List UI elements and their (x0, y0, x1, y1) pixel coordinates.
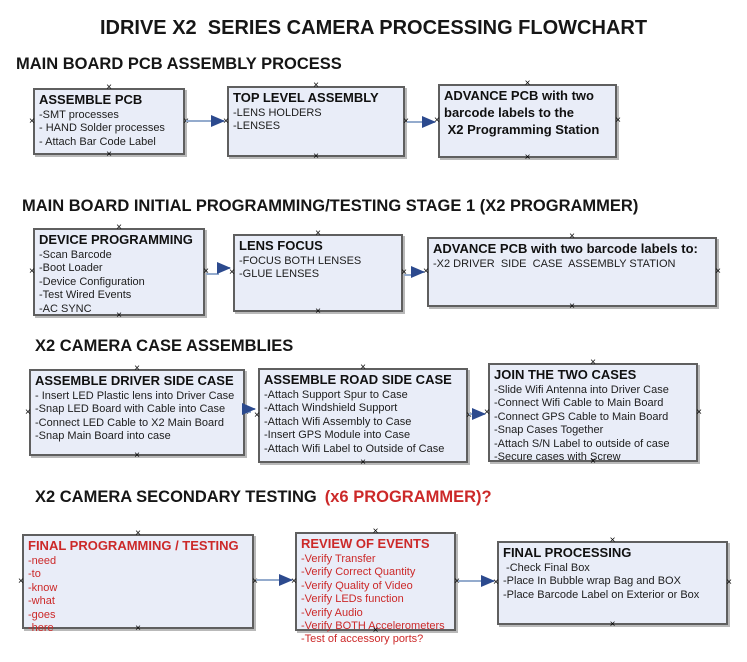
connector-arrow-lensfocus-to-advance2[interactable] (404, 266, 425, 278)
section-heading-initial-programming: MAIN BOARD INITIAL PROGRAMMING/TESTING S… (22, 197, 639, 215)
node-assemble-pcb[interactable]: ASSEMBLE PCB -SMT processes - HAND Solde… (29, 83, 189, 160)
connection-handle-icon: × (106, 149, 112, 160)
node-title: JOIN THE TWO CASES (494, 367, 637, 382)
connection-handle-icon: × (203, 266, 209, 277)
connection-handle-icon: × (696, 406, 702, 418)
node-title: FINAL PROGRAMMING / TESTING (28, 538, 239, 553)
connection-handle-icon: × (569, 301, 575, 312)
node-final-programming-testing[interactable]: FINAL PROGRAMMING / TESTING -need -to -k… (18, 529, 258, 634)
connection-handle-icon: × (313, 151, 319, 162)
node-top-level-assembly[interactable]: TOP LEVEL ASSEMBLY -LENS HOLDERS -LENSES… (223, 81, 409, 162)
node-lens-focus[interactable]: LENS FOCUS -FOCUS BOTH LENSES -GLUE LENS… (229, 229, 407, 317)
node-final-processing[interactable]: FINAL PROCESSING -Check Final Box -Place… (493, 536, 732, 630)
connection-handle-icon: × (223, 115, 229, 127)
connection-handle-icon: × (18, 575, 24, 587)
node-join-the-two-cases[interactable]: JOIN THE TWO CASES -Slide Wifi Antenna i… (484, 358, 702, 467)
node-assemble-road-side-case[interactable]: ASSEMBLE ROAD SIDE CASE -Attach Support … (254, 363, 472, 468)
node-assemble-driver-side-case[interactable]: ASSEMBLE DRIVER SIDE CASE - Insert LED P… (25, 364, 249, 461)
node-advance-pcb-programming-station[interactable]: ADVANCE PCB with two barcode labels to t… (434, 79, 621, 163)
connection-handle-icon: × (484, 406, 490, 418)
node-title: DEVICE PROGRAMMING (39, 232, 193, 247)
connection-handle-icon: × (609, 619, 616, 630)
node-steps: -SMT processes - HAND Solder processes -… (39, 108, 165, 148)
node-title: ADVANCE PCB with two barcode labels to: (433, 241, 698, 256)
connection-handle-icon: × (254, 409, 260, 421)
node-title: ADVANCE PCB with two barcode labels to t… (444, 88, 600, 137)
node-title: ASSEMBLE ROAD SIDE CASE (264, 372, 452, 387)
node-title: REVIEW OF EVENTS (301, 536, 430, 551)
node-steps: -Slide Wifi Antenna into Driver Case -Co… (494, 383, 670, 463)
connection-handle-icon: × (434, 115, 440, 126)
section-heading-programmer-note: (x6 PROGRAMMER)? (324, 488, 492, 506)
node-title: FINAL PROCESSING (503, 545, 632, 560)
connection-handle-icon: × (229, 267, 235, 278)
connection-handle-icon: × (423, 266, 429, 277)
connection-handle-icon: × (315, 306, 321, 317)
connection-handle-icon: × (134, 450, 140, 461)
node-steps: -X2 DRIVER SIDE CASE ASSEMBLY STATION (433, 257, 676, 270)
connection-handle-icon: × (615, 115, 621, 126)
node-title: ASSEMBLE PCB (39, 92, 143, 107)
node-title: ASSEMBLE DRIVER SIDE CASE (35, 373, 234, 388)
connection-handle-icon: × (403, 115, 409, 127)
node-steps: -FOCUS BOTH LENSES -GLUE LENSES (239, 254, 362, 281)
connection-handle-icon: × (401, 267, 407, 278)
section-heading-pcb-assembly: MAIN BOARD PCB ASSEMBLY PROCESS (16, 55, 342, 73)
connection-handle-icon: × (360, 457, 366, 468)
connection-handle-icon: × (183, 115, 189, 127)
connection-handle-icon: × (466, 409, 472, 421)
node-steps: -need -to -know -what -goes -here (28, 554, 58, 634)
node-title: TOP LEVEL ASSEMBLY (233, 90, 379, 105)
connection-handle-icon: × (454, 575, 460, 587)
connection-handle-icon: × (29, 115, 35, 127)
node-steps: -Verify Transfer -Verify Correct Quantit… (301, 552, 445, 646)
section-heading-case-assemblies: X2 CAMERA CASE ASSEMBLIES (35, 337, 294, 355)
connection-handle-icon: × (29, 266, 35, 277)
connection-handle-icon: × (252, 575, 258, 587)
connection-handle-icon: × (243, 406, 249, 418)
node-review-of-events[interactable]: REVIEW OF EVENTS -Verify Transfer -Verif… (291, 527, 460, 646)
node-steps: -Attach Support Spur to Case -Attach Win… (264, 388, 445, 455)
node-steps: -Scan Barcode -Boot Loader -Device Confi… (39, 248, 145, 315)
node-steps: - Insert LED Plastic lens into Driver Ca… (35, 389, 235, 443)
connection-handle-icon: × (726, 577, 732, 588)
section-heading-secondary-testing-text: X2 CAMERA SECONDARY TESTING (35, 488, 317, 506)
connector-arrow-driverside-to-roadside[interactable] (242, 403, 256, 415)
section-heading-secondary-testing: X2 CAMERA SECONDARY TESTING (x6 PROGRAMME… (35, 488, 492, 507)
connection-handle-icon: × (493, 577, 499, 588)
node-steps: -LENS HOLDERS -LENSES (233, 106, 322, 133)
connector-arrow-deviceprog-to-lensfocus[interactable] (206, 262, 231, 275)
node-title: LENS FOCUS (239, 238, 323, 253)
node-device-programming[interactable]: DEVICE PROGRAMMING -Scan Barcode -Boot L… (29, 223, 209, 321)
connection-handle-icon: × (715, 266, 721, 277)
page-title: IDRIVE X2 SERIES CAMERA PROCESSING FLOWC… (99, 17, 648, 39)
connection-handle-icon: × (291, 575, 297, 587)
node-steps: -Check Final Box -Place In Bubble wrap B… (503, 561, 700, 601)
connection-handle-icon: × (524, 152, 531, 163)
connection-handle-icon: × (25, 406, 31, 418)
node-advance-pcb-driver-side-station[interactable]: ADVANCE PCB with two barcode labels to: … (423, 232, 721, 312)
